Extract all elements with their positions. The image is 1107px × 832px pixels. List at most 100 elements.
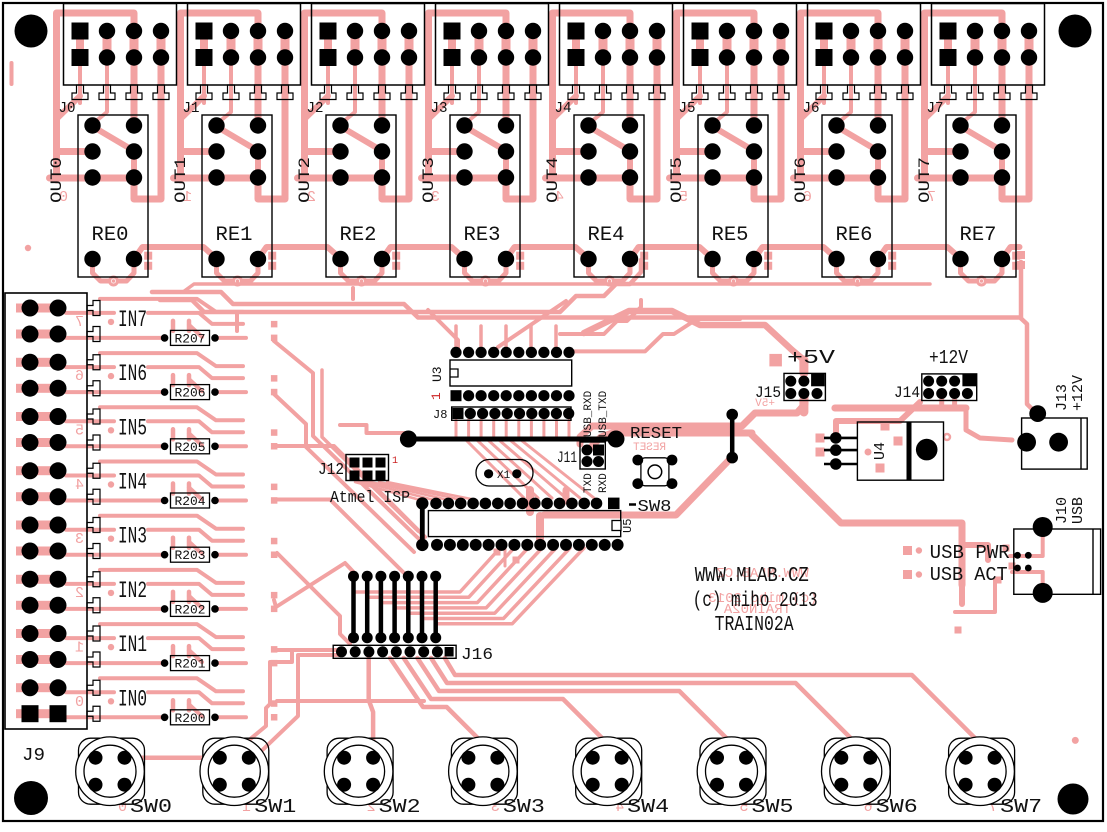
svg-text:SW0: SW0: [130, 796, 172, 818]
svg-text:+12V: +12V: [929, 347, 969, 369]
svg-text:0: 0: [118, 799, 127, 816]
svg-text:1: 1: [75, 640, 84, 657]
svg-text:IN3: IN3: [118, 524, 147, 550]
svg-text:R204: R204: [175, 495, 206, 509]
svg-text:1: 1: [392, 456, 398, 467]
svg-text:4: 4: [615, 799, 624, 816]
svg-text:RE4: RE4: [588, 224, 625, 247]
svg-text:SW5: SW5: [752, 796, 794, 818]
svg-text:J0: J0: [59, 100, 76, 117]
svg-text:J9: J9: [22, 746, 45, 766]
svg-text:OUT6: OUT6: [792, 157, 810, 203]
svg-text:J1: J1: [183, 100, 200, 117]
svg-text:RE1: RE1: [216, 224, 253, 247]
svg-text:7: 7: [75, 314, 84, 331]
svg-text:3: 3: [491, 799, 500, 816]
svg-text:RE5: RE5: [712, 224, 749, 247]
svg-text:IN7: IN7: [118, 307, 147, 333]
svg-text:RE2: RE2: [340, 224, 377, 247]
svg-text:RESET: RESET: [630, 425, 682, 444]
svg-text:+12V: +12V: [1070, 375, 1087, 411]
svg-text:OUT7: OUT7: [916, 157, 934, 203]
svg-text:4: 4: [75, 477, 84, 494]
svg-text:R207: R207: [175, 332, 206, 346]
svg-text:J5: J5: [679, 100, 696, 117]
svg-text:WWW.MLAB.CZ: WWW.MLAB.CZ: [716, 566, 808, 582]
svg-text:+5V: +5V: [787, 347, 836, 369]
svg-text:SW8: SW8: [638, 498, 672, 517]
svg-text:6: 6: [75, 368, 84, 385]
svg-text:USB ACT: USB ACT: [930, 564, 1008, 586]
svg-text:OUT3: OUT3: [420, 157, 438, 203]
svg-text:J16: J16: [461, 646, 493, 665]
svg-text:OUT0: OUT0: [48, 157, 66, 203]
svg-text:J7: J7: [927, 100, 944, 117]
svg-text:TRAIN02A: TRAIN02A: [723, 602, 791, 618]
svg-text:J2: J2: [307, 100, 324, 117]
svg-text:SW1: SW1: [254, 796, 296, 818]
svg-text:2: 2: [307, 189, 316, 206]
svg-text:5: 5: [75, 423, 84, 440]
svg-text:OUT5: OUT5: [668, 157, 686, 203]
svg-text:J8: J8: [433, 408, 447, 422]
svg-text:RE0: RE0: [92, 224, 129, 247]
svg-text:IN5: IN5: [118, 415, 147, 441]
svg-text:R200: R200: [175, 712, 206, 726]
svg-text:7: 7: [988, 799, 997, 816]
svg-text:3: 3: [431, 189, 440, 206]
svg-text:U5: U5: [621, 519, 635, 533]
svg-text:IN0: IN0: [118, 686, 147, 712]
svg-text:RE6: RE6: [836, 224, 873, 247]
svg-text:J13: J13: [1054, 384, 1071, 411]
svg-text:OUT4: OUT4: [544, 157, 562, 203]
svg-text:R201: R201: [175, 658, 206, 672]
svg-text:J6: J6: [803, 100, 820, 117]
svg-text:(c) miho 2013: (c) miho 2013: [708, 591, 817, 607]
svg-text:J4: J4: [555, 100, 572, 117]
svg-text:IN6: IN6: [118, 361, 147, 387]
svg-text:RE3: RE3: [464, 224, 501, 247]
svg-text:(c) miho 2013: (c) miho 2013: [693, 590, 818, 613]
svg-text:J11: J11: [557, 449, 577, 467]
svg-text:RE7: RE7: [960, 224, 997, 247]
svg-text:SW6: SW6: [876, 796, 918, 818]
svg-text:OUT1: OUT1: [172, 157, 190, 203]
svg-text:J14: J14: [894, 384, 920, 402]
svg-text:1: 1: [183, 189, 192, 206]
svg-text:2: 2: [75, 585, 84, 602]
svg-text:0: 0: [59, 189, 68, 206]
svg-text:6: 6: [803, 189, 812, 206]
svg-text:J3: J3: [431, 100, 448, 117]
svg-text:USB_RXD: USB_RXD: [583, 390, 595, 437]
svg-text:IN1: IN1: [118, 632, 147, 658]
svg-text:2: 2: [367, 799, 376, 816]
svg-text:+5V: +5V: [755, 398, 775, 410]
svg-text:IN4: IN4: [118, 470, 147, 496]
svg-text:OUT2: OUT2: [296, 157, 314, 203]
svg-text:SW7: SW7: [1000, 796, 1042, 818]
svg-text:SW2: SW2: [379, 796, 421, 818]
svg-text:X1: X1: [497, 470, 511, 482]
svg-text:WWW.MLAB.CZ: WWW.MLAB.CZ: [695, 565, 809, 588]
svg-text:4: 4: [555, 189, 564, 206]
svg-text:R205: R205: [175, 441, 206, 455]
svg-text:5: 5: [739, 799, 748, 816]
svg-text:J15: J15: [755, 384, 781, 402]
svg-text:Atmel ISP: Atmel ISP: [330, 488, 410, 507]
svg-text:U3: U3: [430, 366, 445, 382]
svg-text:0: 0: [75, 694, 84, 711]
svg-text:RXD: RXD: [598, 473, 610, 493]
svg-text:R203: R203: [175, 549, 206, 563]
svg-text:U4: U4: [872, 442, 889, 460]
svg-text:J10: J10: [1054, 497, 1071, 524]
svg-text:TXD: TXD: [583, 473, 595, 493]
svg-text:R206: R206: [175, 387, 206, 401]
svg-text:SW4: SW4: [627, 796, 669, 818]
svg-text:6: 6: [864, 799, 873, 816]
svg-text:IN2: IN2: [118, 578, 147, 604]
svg-text:7: 7: [927, 189, 936, 206]
svg-text:3: 3: [75, 531, 84, 548]
svg-text:J12: J12: [318, 461, 344, 480]
svg-text:5: 5: [679, 189, 688, 206]
svg-text:SW3: SW3: [503, 796, 545, 818]
